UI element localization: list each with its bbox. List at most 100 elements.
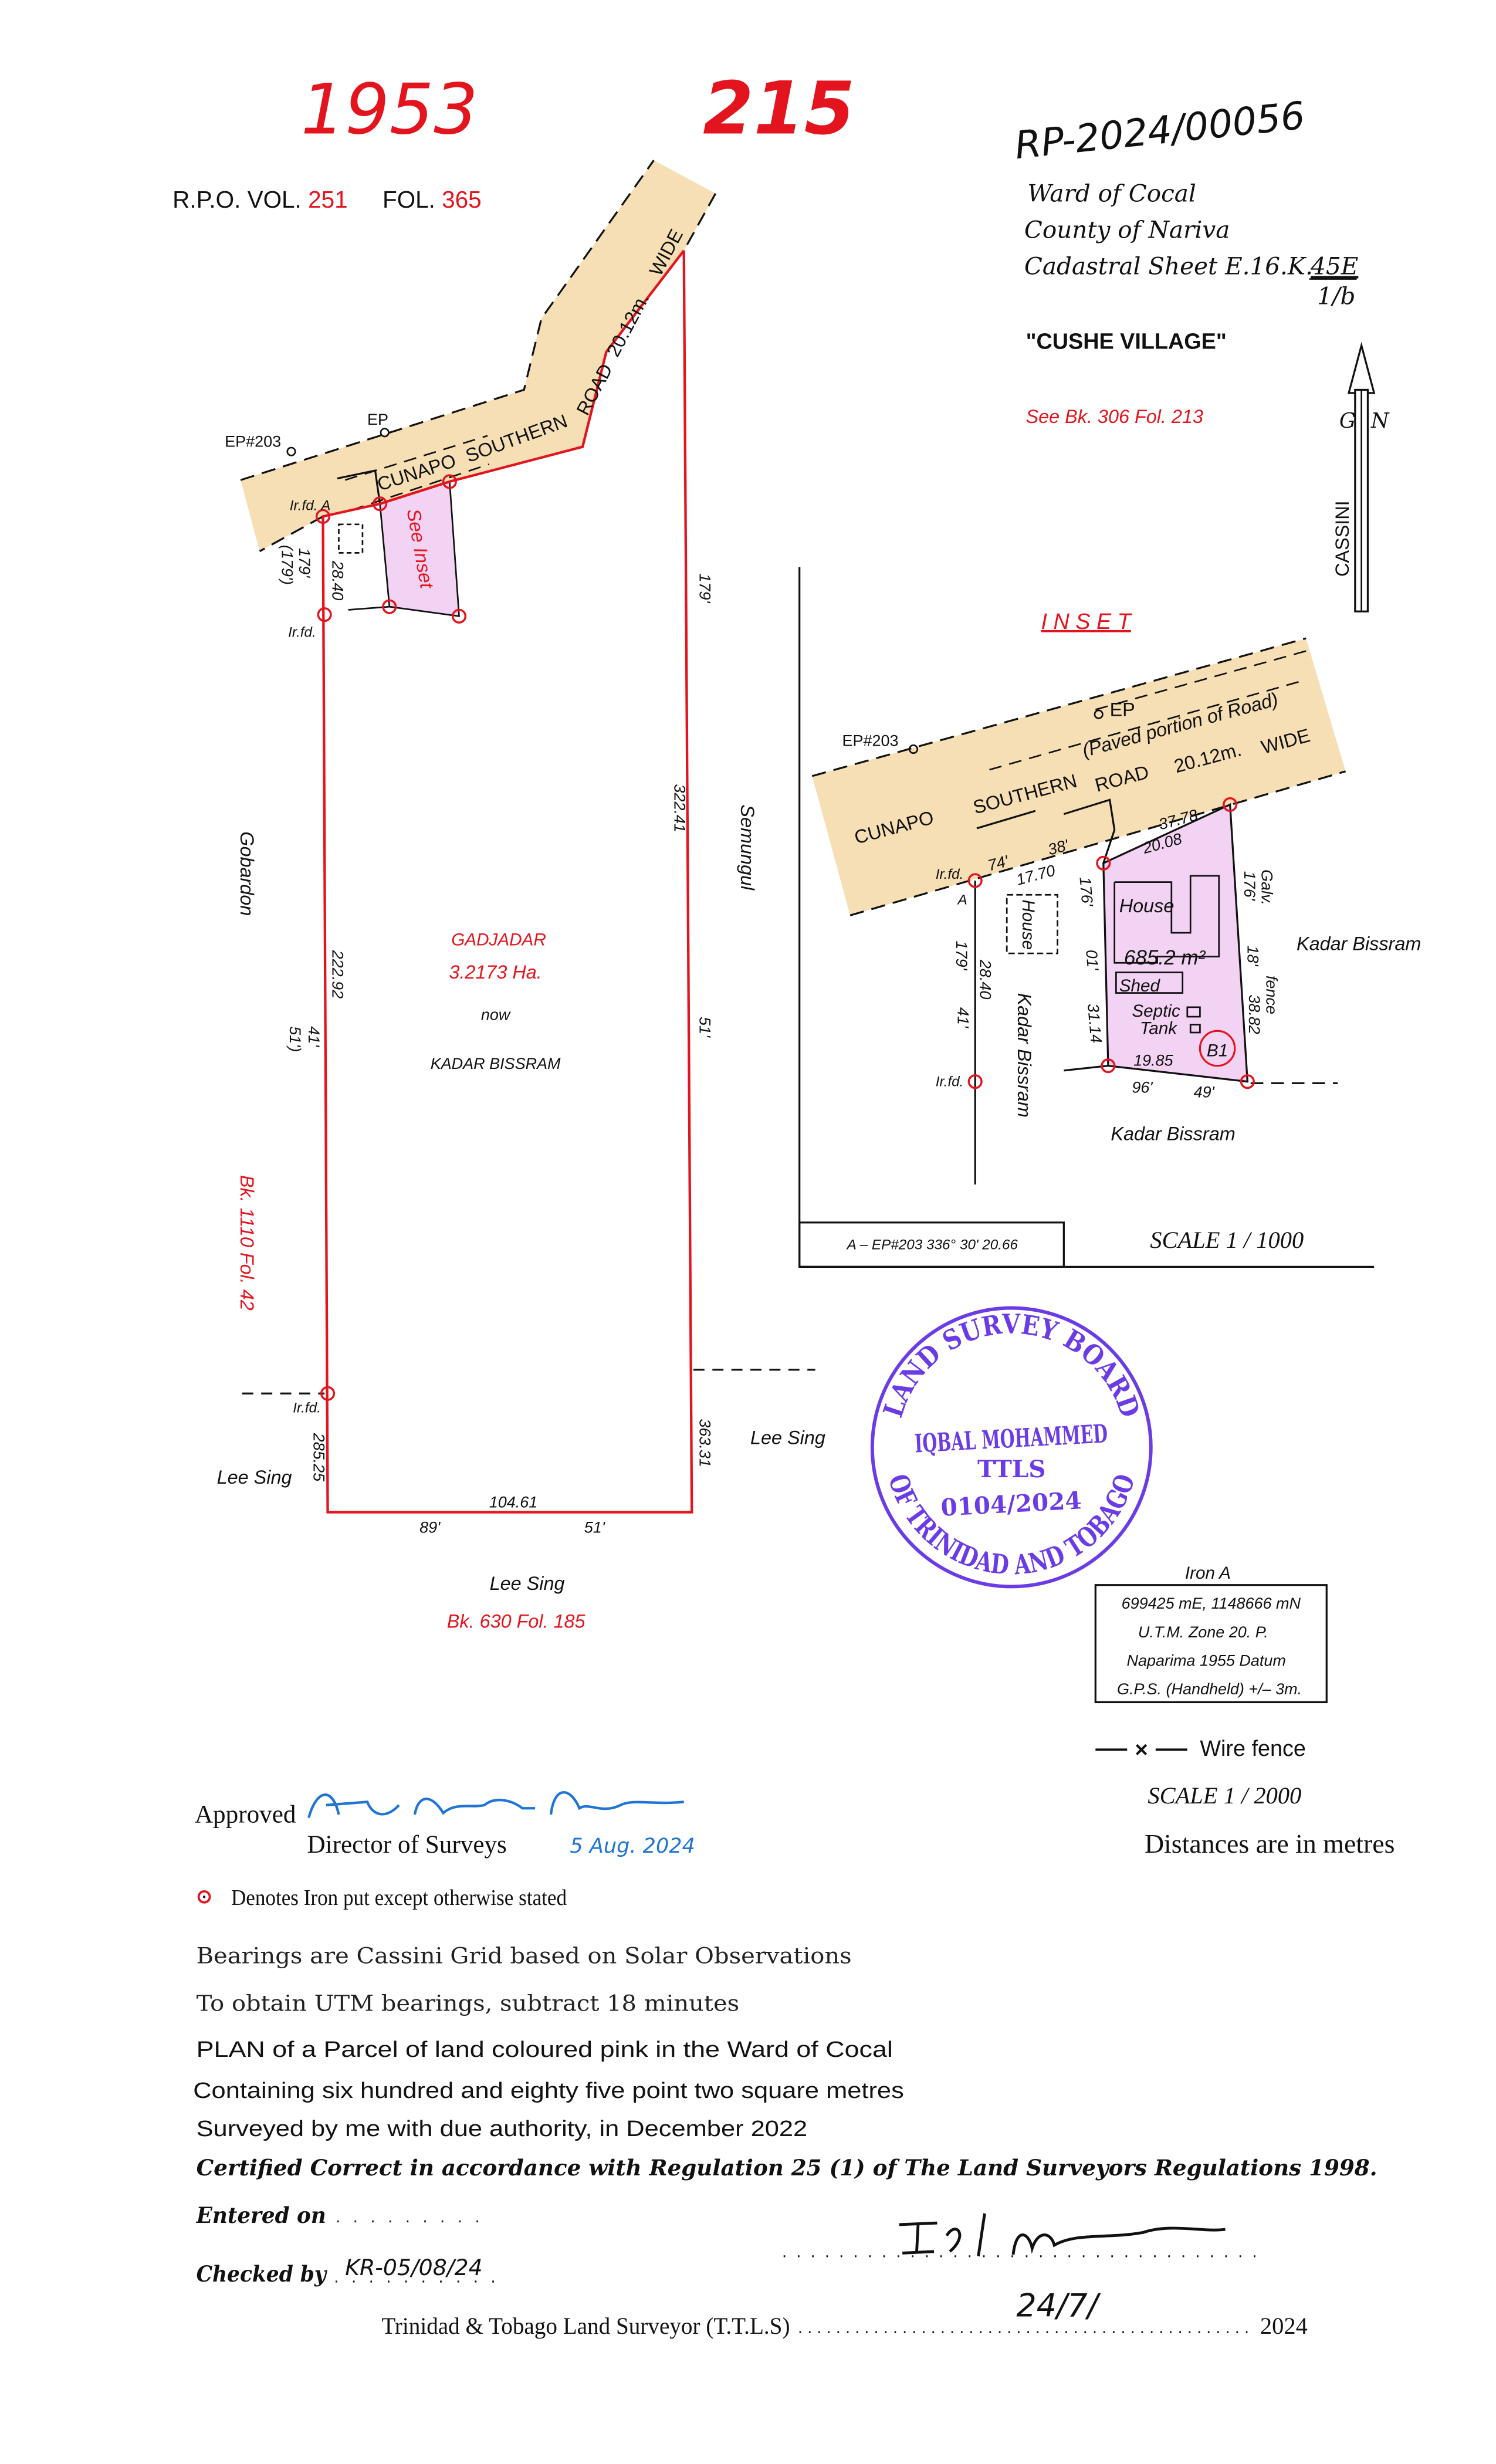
- inset-w-min: 01': [1082, 949, 1102, 972]
- east-neighbour: Semungul: [737, 804, 758, 891]
- inset-road-lower-edge: [849, 770, 1346, 916]
- iron-put-note: Denotes Iron put except otherwise stated: [231, 1886, 567, 1910]
- west-reference: Bk. 1110 Fol. 42: [236, 1175, 258, 1311]
- e-bearing-top: 179': [696, 573, 714, 603]
- inset-a-min: 41': [955, 1007, 972, 1028]
- inset-a-dist: 28.40: [976, 959, 994, 1000]
- stamp-title: TTLS: [977, 1455, 1045, 1483]
- ward: Ward of Cocal: [1027, 179, 1196, 207]
- parcel-boundary: [321, 249, 693, 1514]
- director-label: Director of Surveys: [307, 1831, 506, 1859]
- inset-galv-label: Galv.: [1258, 869, 1276, 905]
- road-lower-edge-west: [259, 515, 324, 553]
- inset-w-deg: 176': [1076, 876, 1096, 907]
- w-dist-bot: 285.25: [310, 1433, 327, 1482]
- iron-a-box: [1094, 1584, 1328, 1704]
- note-bearings: Bearings are Cassini Grid based on Solar…: [197, 1943, 852, 1969]
- irfd-a-label: Ir.fd. A: [290, 498, 331, 514]
- w-dist-mid: 222.92: [329, 950, 347, 999]
- distances-note: Distances are in metres: [1145, 1829, 1395, 1859]
- inset-paved-edge-1: [1095, 650, 1307, 710]
- county: County of Nariva: [1024, 215, 1230, 243]
- inset-fence-label: fence: [1263, 976, 1281, 1014]
- road-right-edge: [683, 193, 717, 251]
- inset-south-fence-west: [1064, 1065, 1109, 1072]
- village-name: "CUSHE VILLAGE": [1026, 329, 1227, 354]
- note-utm: To obtain UTM bearings, subtract 18 minu…: [197, 1991, 740, 2016]
- inset-e-deg: 176': [1241, 871, 1258, 901]
- stamp-number: 0104/2024: [940, 1486, 1082, 1521]
- inset-e-dist: 38.82: [1245, 994, 1263, 1034]
- see-reference: See Bk. 306 Fol. 213: [1026, 406, 1203, 427]
- ep203-label: EP#203: [225, 433, 281, 451]
- surveyor-date: 24/7/: [1016, 2287, 1101, 2324]
- approved-label: Approved: [195, 1801, 296, 1829]
- wire-fence-symbol-icon: [1095, 1744, 1187, 1755]
- west-neighbour: Gobardon: [236, 831, 258, 916]
- irfd-label: Ir.fd.: [288, 624, 316, 640]
- stamp-bottom-text: OF TRINIDAD AND TOBAGO: [882, 1470, 1141, 1580]
- irfd-label-south: Ir.fd.: [293, 1400, 321, 1416]
- note-plan: PLAN of a Parcel of land coloured pink i…: [197, 2037, 893, 2062]
- checked-by-label: Checked by: [197, 2261, 328, 2287]
- w-bearing-top: 179': [296, 548, 313, 578]
- inset-a-deg: 179': [953, 940, 970, 970]
- inset-irfd-a: Ir.fd.: [936, 867, 964, 882]
- inset-w-dist: 31.14: [1084, 1003, 1105, 1044]
- vol-number: 251: [308, 186, 348, 213]
- s-bearing-deg: 89': [419, 1519, 441, 1536]
- inset-neighbour-house-label: House: [1018, 899, 1038, 950]
- north-n-label: N: [1370, 409, 1390, 433]
- w-bearing-mid-old: 51'): [286, 1026, 304, 1052]
- inset-pink-parcel: [1102, 803, 1249, 1083]
- inset-shed-label: Shed: [1119, 976, 1161, 996]
- iron-a-title: Iron A: [1185, 1563, 1231, 1583]
- main-scale: SCALE 1 / 2000: [1148, 1782, 1301, 1809]
- parcel-area: 3.2173 Ha.: [449, 962, 541, 983]
- handwritten-number-215: 215: [703, 66, 855, 151]
- surveyor-year: 2024: [1260, 2313, 1308, 2339]
- north-g-label: G: [1339, 409, 1356, 433]
- w-bearing-mid: 41': [305, 1026, 323, 1047]
- inset-house: [1113, 875, 1220, 964]
- inset-ep-marker-icon: [908, 709, 1104, 754]
- south-neighbour: Lee Sing: [490, 1573, 565, 1594]
- inset-s-deg: 96': [1132, 1079, 1153, 1096]
- stamp-top-text: LAND SURVEY BOARD: [877, 1308, 1146, 1421]
- iron-markers: [315, 474, 467, 1401]
- iron-a-coords: 699425 mE, 1148666 mN: [1122, 1595, 1301, 1612]
- septic-tank-box-2: [1189, 1024, 1201, 1034]
- lee-sing-west: Lee Sing: [217, 1467, 292, 1488]
- owner-old: GADJADAR: [451, 930, 546, 950]
- inset-kadar-south: Kadar Bissram: [1111, 1123, 1235, 1144]
- e-dist-bot: 363.31: [696, 1419, 714, 1467]
- inset-road-reserve: [812, 638, 1346, 916]
- iron-a-gps: G.P.S. (Handheld) +/– 3m.: [1117, 1680, 1302, 1698]
- tie-line-value: A – EP#203 336° 30' 20.66: [846, 1237, 1018, 1253]
- now-label: now: [481, 1006, 511, 1023]
- road-upper-edge: [240, 160, 655, 481]
- e-dist: 322.41: [671, 784, 689, 832]
- south-reference: Bk. 630 Fol. 185: [447, 1611, 586, 1632]
- cassini-label: CASSINI: [1332, 500, 1353, 577]
- ep-label: EP: [367, 411, 388, 428]
- wire-fence-label: Wire fence: [1200, 1737, 1306, 1761]
- inset-septic-label: Septic: [1132, 1001, 1180, 1021]
- inset-ep-label: EP: [1110, 699, 1135, 720]
- septic-tank-box-1: [1186, 1006, 1201, 1018]
- w-bearing-top-old: (179'): [278, 545, 296, 585]
- director-signature: [307, 1791, 684, 1818]
- stamp-name: IQBAL MOHAMMED: [914, 1419, 1108, 1458]
- inset-road-upper-edge: [811, 637, 1307, 777]
- inset-iron-markers: [967, 797, 1255, 1089]
- w-dist-top: 28.40: [329, 560, 347, 601]
- s-dist: 104.61: [489, 1494, 538, 1511]
- checked-by-value: KR-05/08/24: [345, 2255, 482, 2280]
- inset-fence-line: [1063, 798, 1116, 864]
- b1-marker: [1199, 1030, 1236, 1067]
- cadastral-sheet: Cadastral Sheet E.16.K.: [1024, 252, 1313, 280]
- inset-scale: SCALE 1 / 1000: [1150, 1227, 1304, 1253]
- inset-kadar-west: Kadar Bissram: [1014, 993, 1035, 1118]
- inset-neighbour-house: [1006, 893, 1058, 955]
